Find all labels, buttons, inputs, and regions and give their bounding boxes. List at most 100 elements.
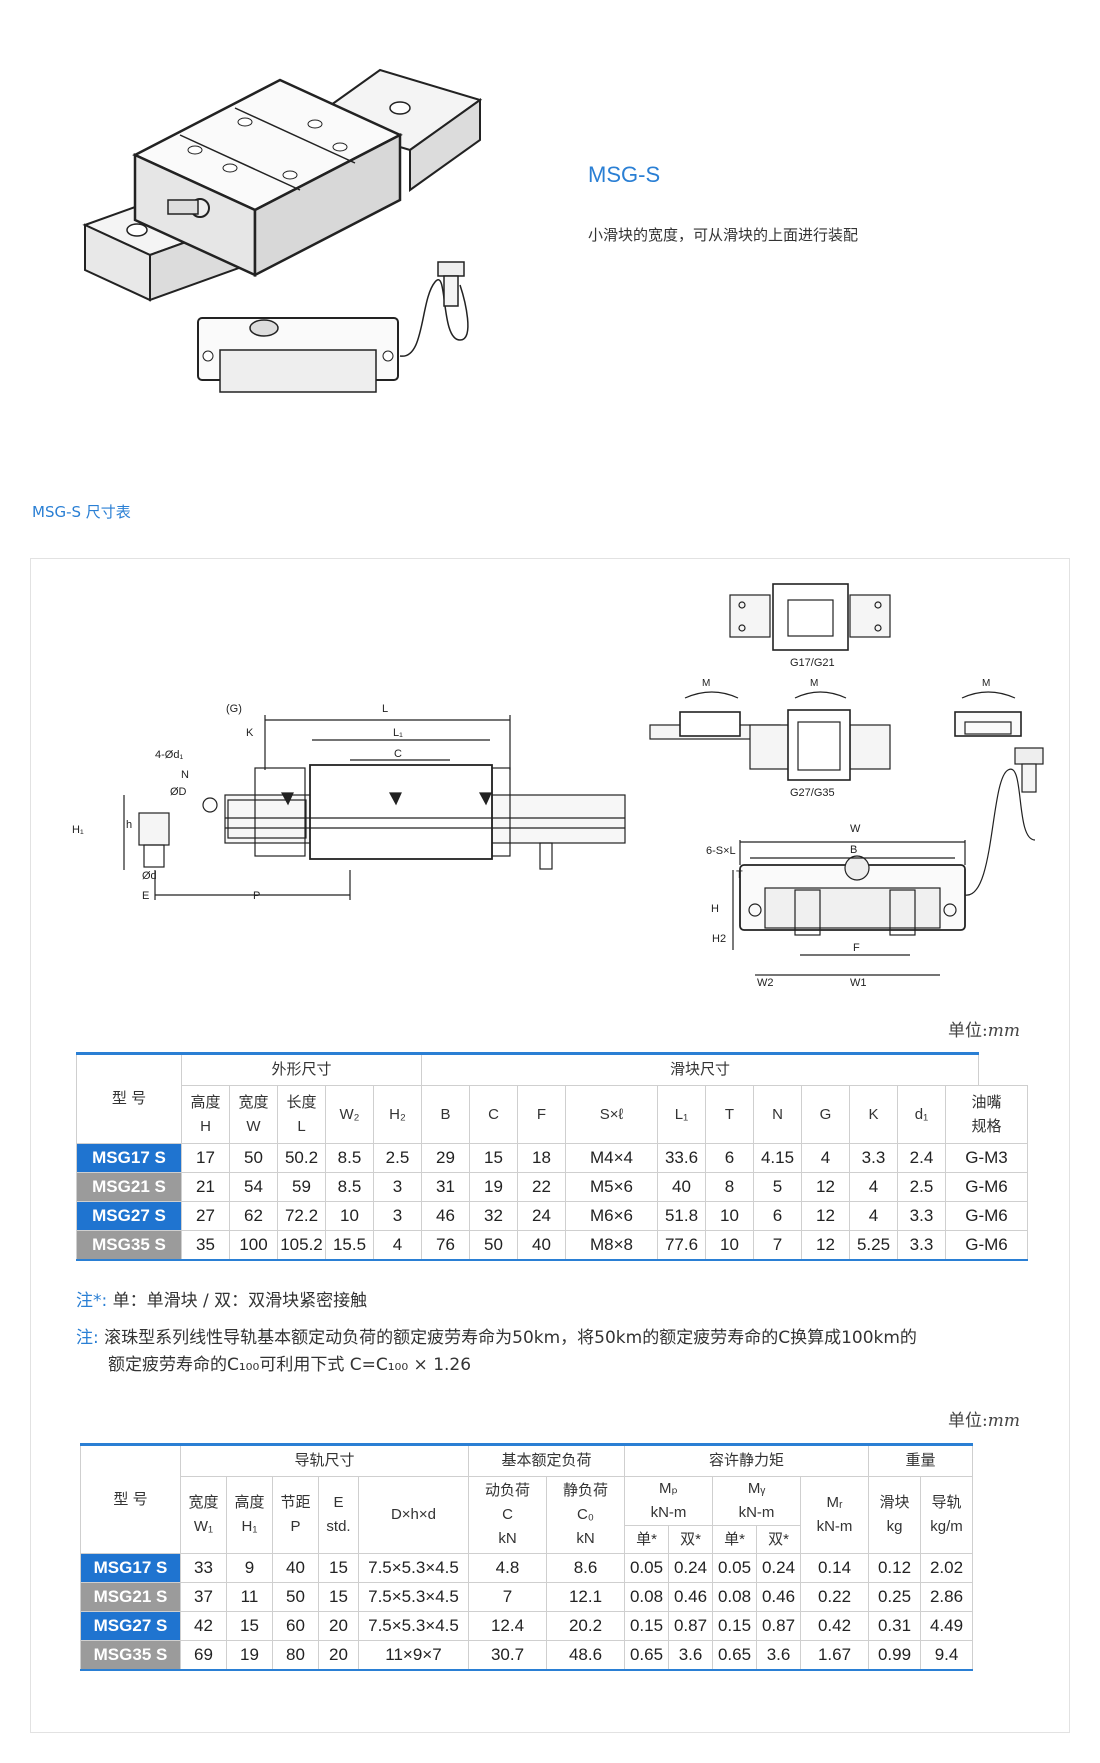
model-cell: MSG35 S xyxy=(80,1640,181,1671)
table-cell: 21 xyxy=(181,1172,230,1202)
svg-text:W2: W2 xyxy=(757,977,774,989)
table-cell: 0.24 xyxy=(756,1553,802,1583)
table2-model-header: 型 号 xyxy=(80,1443,181,1554)
table-cell: 42 xyxy=(180,1611,227,1641)
note-1: 注*: 单：单滑块 / 双：双滑块紧密接触 xyxy=(76,1286,367,1311)
top-view-label-1: G17/G21 xyxy=(790,657,835,669)
table1-col-header: G xyxy=(801,1085,850,1144)
table-cell: 0.08 xyxy=(712,1582,758,1612)
table-cell: 4.15 xyxy=(753,1143,802,1173)
table-cell: 5.25 xyxy=(849,1230,898,1261)
svg-text:H₁: H₁ xyxy=(72,824,84,836)
single-block-subheader: 单* xyxy=(712,1525,758,1554)
svg-text:K: K xyxy=(246,727,254,739)
table-cell: 4 xyxy=(849,1172,898,1202)
mr-label: M xyxy=(982,678,990,689)
table-cell: G-M6 xyxy=(945,1172,1028,1202)
table-cell: 60 xyxy=(272,1611,319,1641)
table-cell: 7 xyxy=(753,1230,802,1261)
table-cell: 2.86 xyxy=(920,1582,974,1612)
table-cell: 9.4 xyxy=(920,1640,974,1671)
model-cell: MSG35 S xyxy=(76,1230,182,1261)
table-cell: 3.3 xyxy=(897,1201,946,1231)
table1-col-header: N xyxy=(753,1085,802,1144)
table-cell: 0.22 xyxy=(800,1582,870,1612)
table-cell: M5×6 xyxy=(565,1172,658,1202)
table2-rail-header: 导轨尺寸 xyxy=(180,1443,469,1477)
table-cell: 7.5×5.3×4.5 xyxy=(358,1582,469,1612)
table-cell: 100 xyxy=(229,1230,278,1261)
table-cell: 1.67 xyxy=(800,1640,870,1671)
product-illustration xyxy=(82,68,483,393)
svg-text:W: W xyxy=(850,823,861,835)
svg-text:6-S×L: 6-S×L xyxy=(706,845,736,857)
table-cell: 12 xyxy=(801,1230,850,1261)
table-cell: 6 xyxy=(753,1201,802,1231)
table-cell: 0.46 xyxy=(668,1582,714,1612)
table-cell: 11 xyxy=(226,1582,273,1612)
table-cell: 59 xyxy=(277,1172,326,1202)
table-cell: 54 xyxy=(229,1172,278,1202)
table-cell: 8.5 xyxy=(325,1172,374,1202)
table-cell: 12 xyxy=(801,1201,850,1231)
table-cell: M6×6 xyxy=(565,1201,658,1231)
note-2-line-1: 滚珠型系列线性导轨基本额定动负荷的额定疲劳寿命为50km，将50km的额定疲劳寿… xyxy=(104,1328,917,1348)
table-cell: 6 xyxy=(705,1143,754,1173)
mp-label: M xyxy=(702,678,710,689)
table1-col-header: B xyxy=(421,1085,470,1144)
table-cell: 18 xyxy=(517,1143,566,1173)
table-cell: 0.46 xyxy=(756,1582,802,1612)
table1-col-header: W₂ xyxy=(325,1085,374,1144)
table-cell: 0.99 xyxy=(868,1640,922,1671)
table-cell: 33.6 xyxy=(657,1143,706,1173)
table-cell: 33 xyxy=(180,1553,227,1583)
unit-label-2: 单位:mm xyxy=(948,1411,1020,1431)
table-cell: 0.65 xyxy=(624,1640,670,1671)
table-cell: 0.14 xyxy=(800,1553,870,1583)
table-cell: 24 xyxy=(517,1201,566,1231)
table-cell: 15 xyxy=(226,1611,273,1641)
table1-col-header: L₁ xyxy=(657,1085,706,1144)
table-cell: 32 xyxy=(469,1201,518,1231)
svg-text:(G): (G) xyxy=(226,703,242,715)
table-cell: 51.8 xyxy=(657,1201,706,1231)
table-cell: 80 xyxy=(272,1640,319,1671)
table-cell: 4.49 xyxy=(920,1611,974,1641)
table-cell: 7.5×5.3×4.5 xyxy=(358,1611,469,1641)
double-block-subheader: 双* xyxy=(668,1525,714,1554)
note-2-line-2: 额定疲劳寿命的C₁₀₀可利用下式 C=C₁₀₀ × 1.26 xyxy=(108,1355,472,1375)
svg-text:H2: H2 xyxy=(712,933,726,945)
table-cell: 105.2 xyxy=(277,1230,326,1261)
model-cell: MSG17 S xyxy=(76,1143,182,1173)
table1-col-header: d₁ xyxy=(897,1085,946,1144)
svg-text:C: C xyxy=(394,748,402,760)
table-cell: 4 xyxy=(849,1201,898,1231)
table1-col-header: T xyxy=(705,1085,754,1144)
table1-col-header: 油嘴规格 xyxy=(945,1085,1028,1144)
table-cell: 15 xyxy=(469,1143,518,1173)
table-cell: 8.5 xyxy=(325,1143,374,1173)
table-cell: 37 xyxy=(180,1582,227,1612)
table-cell: 2.5 xyxy=(897,1172,946,1202)
table-cell: 12.1 xyxy=(545,1582,626,1612)
table-cell: 4 xyxy=(373,1230,422,1261)
table-cell: 19 xyxy=(226,1640,273,1671)
table-cell: 4.8 xyxy=(468,1553,547,1583)
table1-col-header: C xyxy=(469,1085,518,1144)
table-cell: 10 xyxy=(705,1201,754,1231)
svg-text:B: B xyxy=(850,844,857,856)
double-block-subheader: 双* xyxy=(756,1525,802,1554)
side-view-drawing xyxy=(123,715,626,900)
